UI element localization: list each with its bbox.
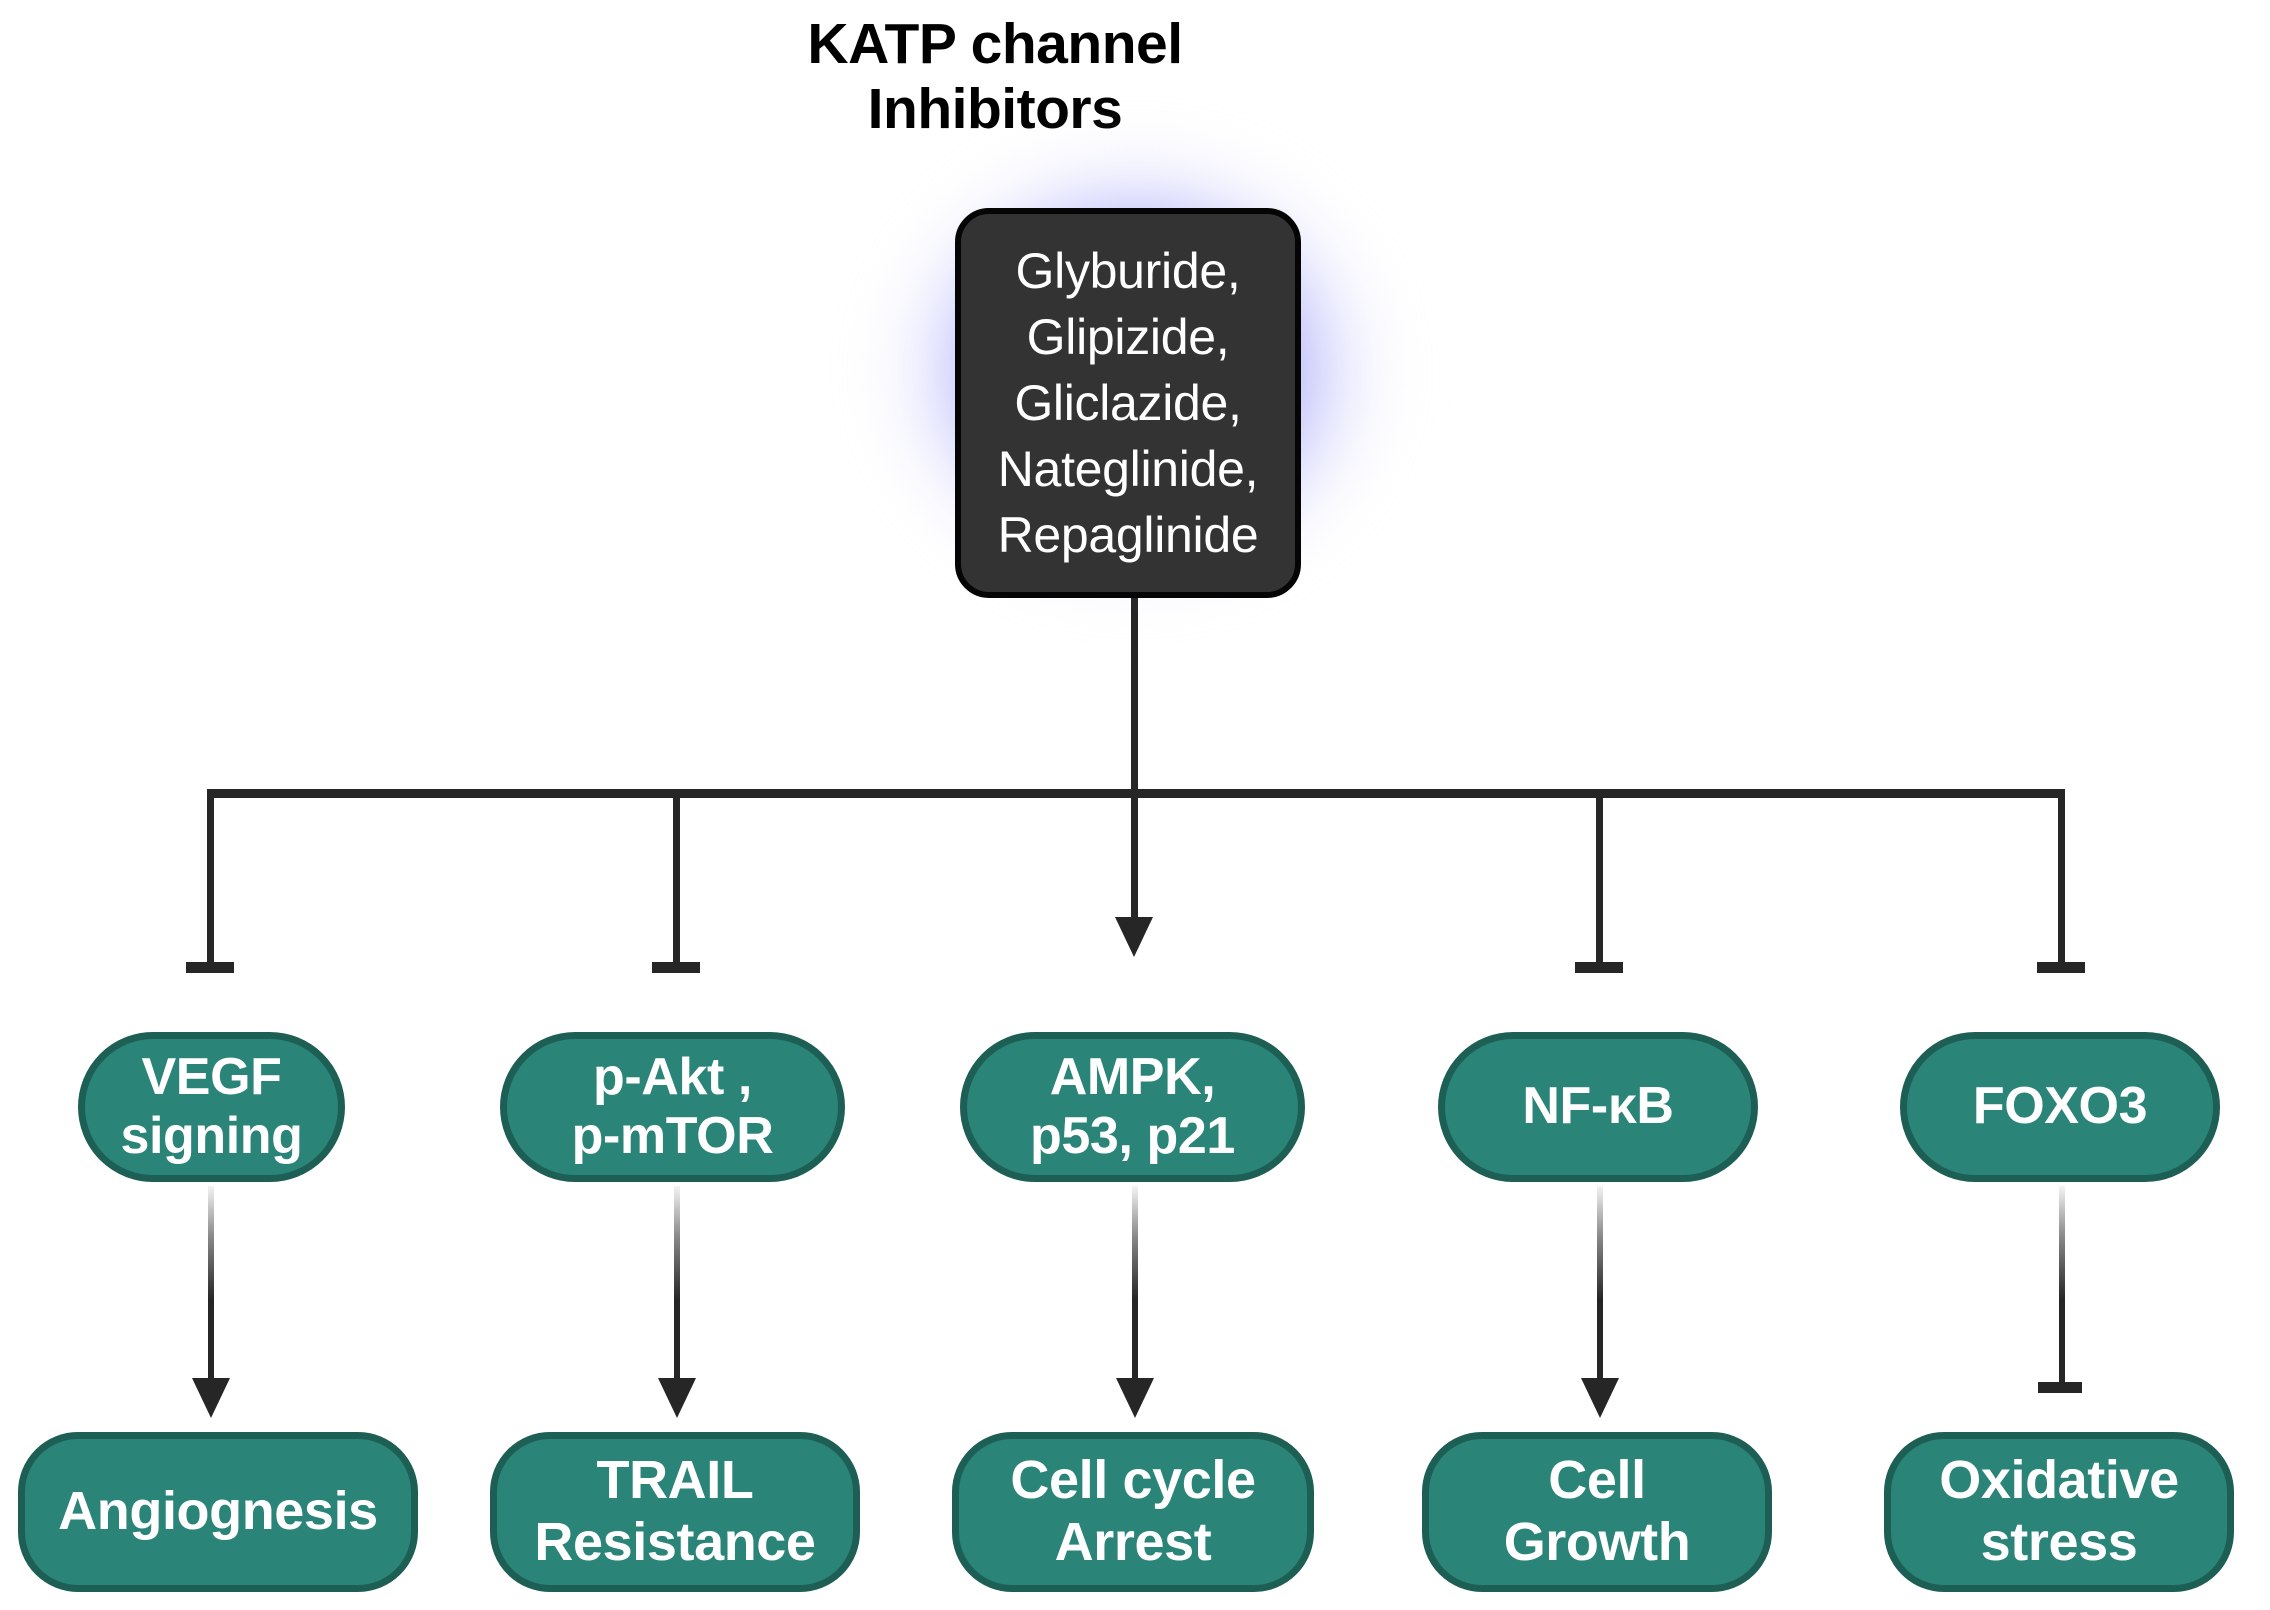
edge-nfkb-to-cellgrowth-line <box>1597 1186 1603 1382</box>
edge-pakt-to-trail-line <box>674 1186 680 1382</box>
node-outcome-oxidative-stress-label: Oxidative stress <box>1939 1450 2179 1572</box>
drug-box-label: Glyburide, Glipizide, Gliclazide, Nategl… <box>997 243 1259 563</box>
edge-vegf-to-angiogenesis-arrowhead <box>192 1378 230 1418</box>
edge-drug-to-ampk-arrowhead <box>1115 917 1153 957</box>
edge-ampk-to-cellcycle-arrowhead <box>1116 1378 1154 1418</box>
edge-nfkb-to-cellgrowth-arrowhead <box>1581 1378 1619 1418</box>
node-target-foxo3-label: FOXO3 <box>1972 1077 2148 1136</box>
edge-foxo3-to-oxidative-line <box>2059 1186 2065 1382</box>
node-outcome-cell-cycle-arrest[interactable]: Cell cycle Arrest <box>952 1432 1314 1592</box>
edge-drug-to-foxo3-line <box>2058 789 2065 968</box>
node-outcome-angiogenesis[interactable]: Angiognesis <box>18 1432 418 1592</box>
drug-box[interactable]: Glyburide, Glipizide, Gliclazide, Nategl… <box>955 208 1301 598</box>
edge-drug-to-pakt-line <box>673 789 680 968</box>
edge-ampk-to-cellcycle-line <box>1132 1186 1138 1382</box>
edge-drug-to-ampk-line <box>1131 789 1138 917</box>
node-target-vegf[interactable]: VEGF signing <box>78 1032 345 1182</box>
edge-drug-to-vegf-inhibition-bar <box>186 962 234 973</box>
edge-vegf-to-angiogenesis-line <box>208 1186 214 1382</box>
node-target-ampk[interactable]: AMPK, p53, p21 <box>960 1032 1305 1182</box>
node-target-nfkb[interactable]: NF-κB <box>1438 1032 1758 1182</box>
node-outcome-angiogenesis-label: Angiognesis <box>58 1481 378 1542</box>
edge-pakt-to-trail-arrowhead <box>658 1378 696 1418</box>
edge-drug-to-vegf-line <box>207 789 214 968</box>
node-target-vegf-label: VEGF signing <box>120 1047 303 1165</box>
node-outcome-cell-growth-label: Cell Growth <box>1503 1450 1691 1572</box>
edge-drug-to-nfkb-line <box>1596 789 1603 968</box>
node-outcome-cell-growth[interactable]: Cell Growth <box>1422 1432 1772 1592</box>
node-target-nfkb-label: NF-κB <box>1522 1077 1674 1136</box>
node-outcome-oxidative-stress[interactable]: Oxidative stress <box>1884 1432 2234 1592</box>
page-title: KATP channel Inhibitors <box>807 12 1183 141</box>
node-target-ampk-label: AMPK, p53, p21 <box>1030 1047 1235 1165</box>
node-target-pakt-label: p-Akt , p-mTOR <box>571 1047 774 1165</box>
edge-foxo3-to-oxidative-inhibition-bar <box>2038 1382 2082 1393</box>
node-target-foxo3[interactable]: FOXO3 <box>1900 1032 2220 1182</box>
node-outcome-trail-resistance-label: TRAIL Resistance <box>534 1450 816 1572</box>
drug-stem-line <box>1131 598 1138 794</box>
node-target-pakt[interactable]: p-Akt , p-mTOR <box>500 1032 845 1182</box>
edge-drug-to-pakt-inhibition-bar <box>652 962 700 973</box>
edge-drug-to-foxo3-inhibition-bar <box>2037 962 2085 973</box>
node-outcome-trail-resistance[interactable]: TRAIL Resistance <box>490 1432 860 1592</box>
node-outcome-cell-cycle-arrest-label: Cell cycle Arrest <box>1010 1450 1256 1572</box>
edge-drug-to-nfkb-inhibition-bar <box>1575 962 1623 973</box>
